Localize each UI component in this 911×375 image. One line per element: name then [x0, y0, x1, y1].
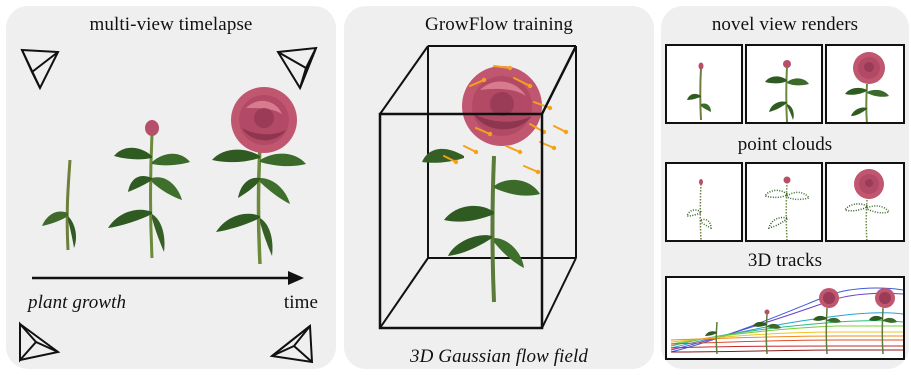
pointclouds-title: point clouds — [737, 134, 833, 155]
time-label: time — [283, 292, 318, 313]
render-frame-3 — [825, 44, 905, 124]
outputs-panel: novel view renders point c — [661, 6, 909, 369]
pointcloud-frame-2 — [745, 162, 823, 242]
plant-sprout — [42, 159, 76, 251]
pointcloud-frame-1 — [665, 162, 743, 242]
training-title: GrowFlow training — [425, 14, 573, 35]
plant-growth-label: plant growth — [28, 292, 127, 313]
camera-icon — [20, 48, 60, 91]
camera-icon — [276, 46, 318, 91]
tracks-title: 3D tracks — [747, 250, 823, 271]
plant-bud — [108, 120, 190, 259]
render-frame-2 — [745, 44, 823, 124]
timelapse-title: multi-view timelapse — [89, 14, 253, 35]
time-axis-arrow — [32, 271, 304, 285]
training-scene — [378, 45, 578, 330]
flow-field-caption: 3D Gaussian flow field — [410, 346, 588, 367]
pointcloud-frame-3 — [825, 162, 905, 242]
camera-icon — [19, 321, 61, 363]
camera-icon — [269, 324, 314, 364]
renders-title: novel view renders — [711, 14, 859, 35]
render-frame-1 — [665, 44, 743, 124]
training-panel: GrowFlow training — [344, 6, 654, 369]
timelapse-panel: multi-view timelapse — [6, 6, 336, 369]
plant-bloom — [212, 87, 306, 265]
tracks-frame — [665, 276, 905, 360]
